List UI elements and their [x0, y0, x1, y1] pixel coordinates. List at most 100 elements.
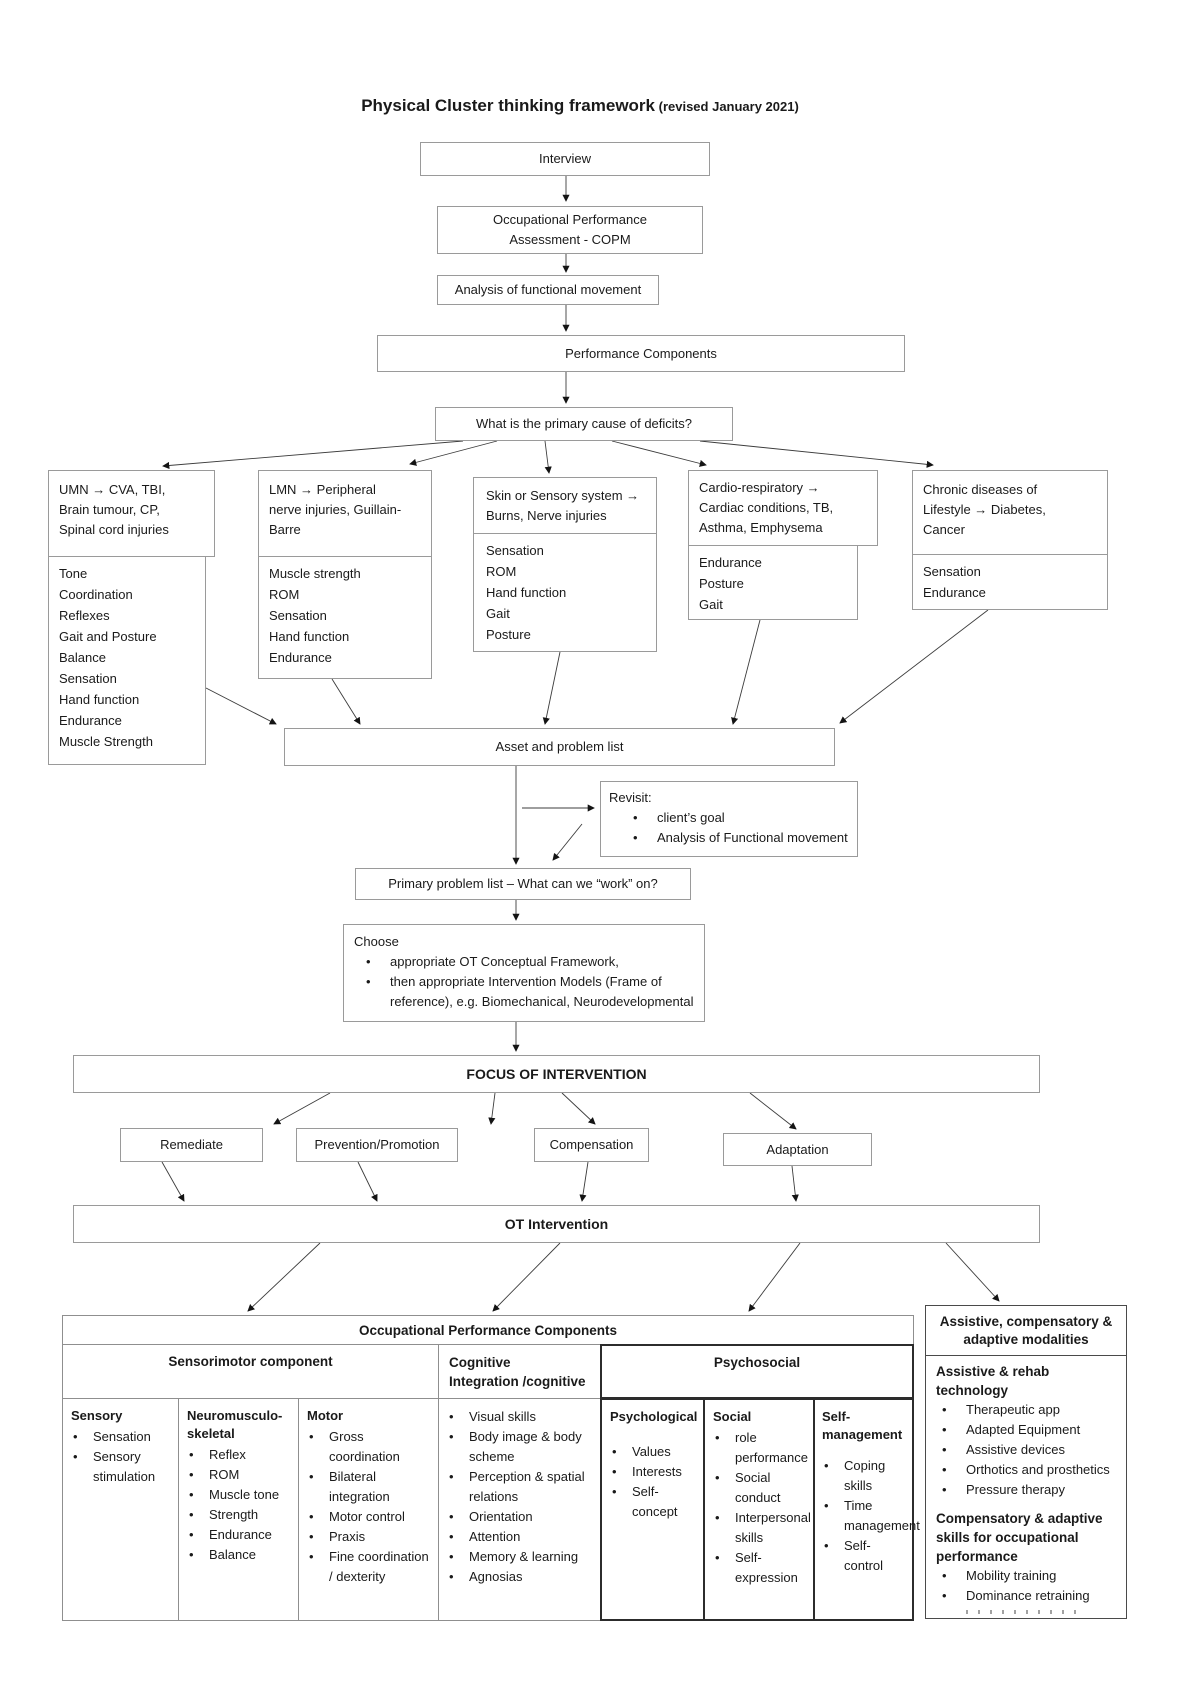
umn-item: Hand function — [59, 692, 140, 707]
compensatory-item: Dominance retraining — [966, 1588, 1090, 1603]
umn-item: Muscle Strength — [59, 734, 153, 749]
neuro-item: Endurance — [209, 1527, 272, 1542]
ot-intervention-label: OT Intervention — [504, 1216, 609, 1232]
sensorimotor-title: Sensorimotor component — [168, 1354, 333, 1369]
branch-chronic-header: Chronic diseases of Lifestyle → Diabetes… — [912, 470, 1108, 555]
umn-item: Sensation — [59, 671, 117, 686]
bullet: • — [942, 1588, 947, 1603]
social-item: Self-expression — [735, 1550, 798, 1585]
chronic-header-line1: Chronic diseases of — [923, 482, 1038, 497]
bullet: • — [612, 1444, 617, 1459]
bullet: • — [449, 1469, 454, 1484]
bullet: • — [715, 1430, 720, 1445]
revisit-title: Revisit: — [609, 790, 652, 805]
umn-item: Gait and Posture — [59, 629, 157, 644]
skin-item: ROM — [486, 564, 517, 579]
bullet: • — [612, 1464, 617, 1479]
neuro-item: Muscle tone — [209, 1487, 280, 1502]
adaptation-label: Adaptation — [766, 1141, 829, 1157]
social-item: Interpersonal skills — [735, 1510, 811, 1545]
branch-chronic-list: Sensation Endurance — [912, 554, 1108, 610]
sensory-title: Sensory — [71, 1408, 123, 1423]
motor-item: Bilateral integration — [329, 1469, 390, 1504]
primary-cause-label: What is the primary cause of deficits? — [475, 416, 693, 431]
motor-item: Motor control — [329, 1509, 405, 1524]
self-management-item: Self-control — [844, 1538, 884, 1573]
focus-option-remediate: Remediate — [120, 1128, 263, 1162]
self-management-title: Self-management — [822, 1409, 903, 1442]
lmn-item: Endurance — [269, 650, 332, 665]
bullet: • — [449, 1529, 454, 1544]
umn-item: Coordination — [59, 587, 133, 602]
sensorimotor-header-cell: Sensorimotor component — [62, 1344, 439, 1399]
bullet: • — [715, 1510, 720, 1525]
modalities-title: Assistive, compensatory & adaptive modal… — [939, 1313, 1113, 1347]
bullet: • — [189, 1527, 194, 1542]
lmn-header-line1: LMN → Peripheral — [269, 482, 376, 497]
lmn-item: Muscle strength — [269, 566, 361, 581]
bullet: • — [942, 1482, 947, 1497]
bullet: • — [309, 1429, 314, 1444]
prevention-label: Prevention/Promotion — [314, 1137, 440, 1152]
bullet: • — [942, 1442, 947, 1457]
bullet: • — [449, 1549, 454, 1564]
skin-header-line2: Burns, Nerve injuries — [486, 508, 607, 523]
assistive-item: Orthotics and prosthetics — [966, 1462, 1110, 1477]
opc-table-title: Occupational Performance Components — [358, 1322, 618, 1338]
bullet: • — [309, 1469, 314, 1484]
skin-item: Gait — [486, 606, 510, 621]
asset-problem-label: Asset and problem list — [495, 739, 624, 754]
lmn-item: ROM — [269, 587, 300, 602]
assistive-item: Therapeutic app — [966, 1402, 1060, 1417]
bullet: • — [942, 1402, 947, 1417]
self-management-cell: Self-management • Coping skills • Time m… — [813, 1398, 920, 1621]
neuro-item: ROM — [209, 1467, 240, 1482]
neuromusculoskeletal-title: Neuromusculo-skeletal — [187, 1408, 283, 1441]
social-cell: Social • role performance • Social condu… — [703, 1398, 815, 1621]
bullet: • — [73, 1449, 78, 1464]
focus-option-compensation: Compensation — [534, 1128, 649, 1162]
skin-item: Hand function — [486, 585, 567, 600]
revisit-item: client’s goal — [657, 810, 725, 825]
neuro-item: Strength — [209, 1507, 259, 1522]
flow-box-focus-of-intervention: FOCUS OF INTERVENTION — [73, 1055, 1040, 1093]
social-item: role performance — [735, 1430, 808, 1465]
bullet: • — [449, 1569, 454, 1584]
cognitive-item: Memory & learning — [469, 1549, 579, 1564]
page-title-sub: (revised January 2021) — [655, 99, 799, 114]
bullet: • — [366, 954, 371, 969]
psychological-cell: Psychological • Values • Interests • Sel… — [600, 1398, 705, 1621]
chronic-header-line2: Lifestyle → Diabetes, — [923, 502, 1046, 517]
focus-option-adaptation: Adaptation — [723, 1133, 872, 1166]
opc-table-title-cell: Occupational Performance Components — [62, 1315, 914, 1345]
branch-skin-list: Sensation ROM Hand function Gait Posture — [473, 533, 657, 652]
umn-item: Tone — [59, 566, 88, 581]
assistive-item: Pressure therapy — [966, 1482, 1065, 1497]
chronic-header-line3: Cancer — [923, 522, 965, 537]
primary-problem-label: Primary problem list – What can we “work… — [388, 876, 658, 891]
choose-item: then appropriate Intervention Models (Fr… — [390, 974, 694, 1009]
analysis-label: Analysis of functional movement — [454, 282, 642, 297]
self-management-item: Time management — [844, 1498, 920, 1533]
copm-line2: Assessment - COPM — [509, 232, 631, 247]
bullet: • — [189, 1467, 194, 1482]
skin-item: Sensation — [486, 543, 544, 558]
neuro-item: Reflex — [209, 1447, 246, 1462]
bullet: • — [942, 1462, 947, 1477]
revisit-item: Analysis of Functional movement — [657, 830, 848, 845]
choose-title: Choose — [354, 934, 399, 949]
psychological-item: Interests — [632, 1464, 682, 1479]
branch-lmn-list: Muscle strength ROM Sensation Hand funct… — [258, 556, 432, 679]
branch-umn-list: Tone Coordination Reflexes Gait and Post… — [48, 556, 206, 765]
flow-box-interview: Interview — [420, 142, 710, 176]
bullet: • — [309, 1529, 314, 1544]
cardio-item: Posture — [699, 576, 744, 591]
bullet: • — [189, 1487, 194, 1502]
bullet: • — [309, 1549, 314, 1564]
motor-item: Gross coordination — [329, 1429, 400, 1464]
bullet: • — [715, 1470, 720, 1485]
flow-box-asset-problem-list: Asset and problem list — [284, 728, 835, 766]
bullet: • — [189, 1547, 194, 1562]
bullet: • — [189, 1507, 194, 1522]
